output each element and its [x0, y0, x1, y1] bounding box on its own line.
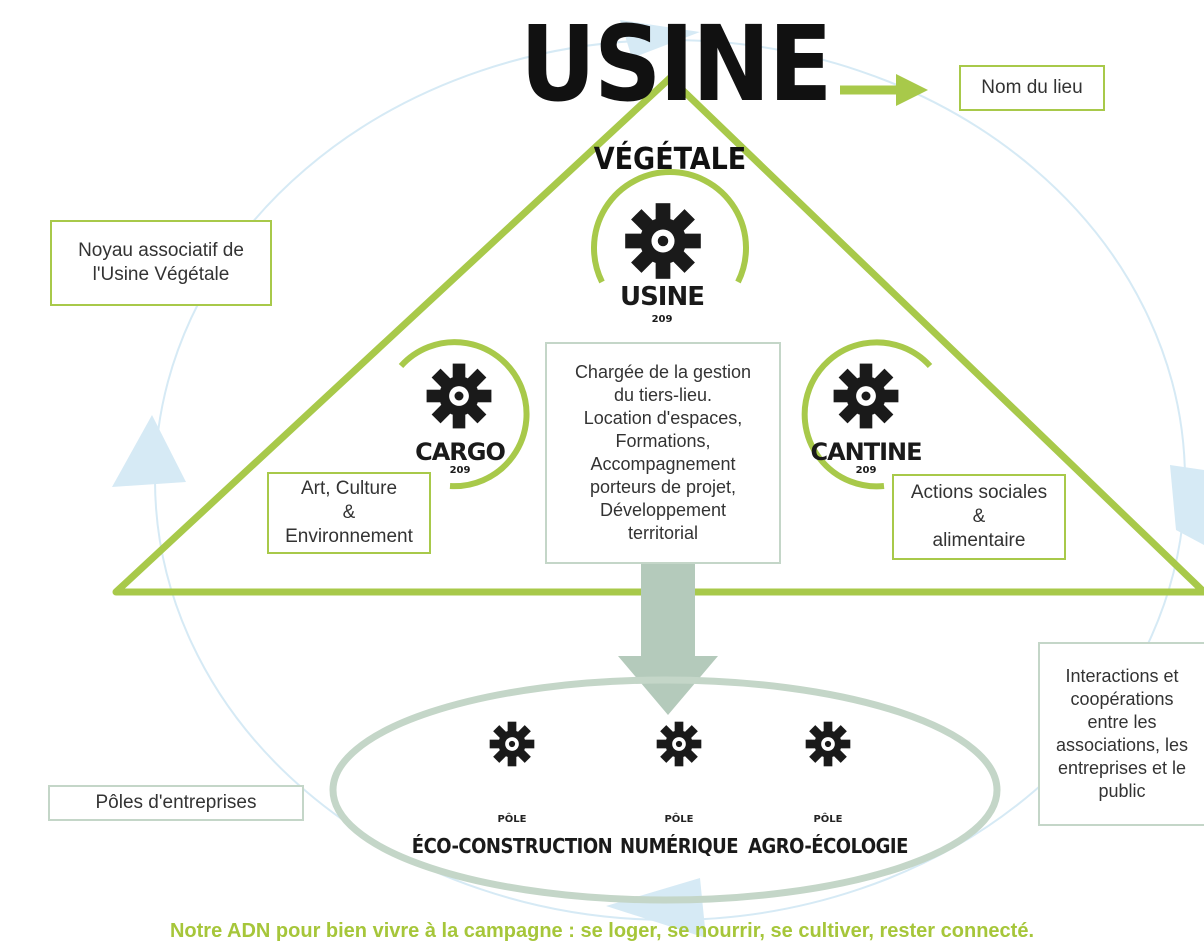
cycle-arrow-top [620, 20, 700, 58]
interactions-label: Interactions et coopérations entre les a… [1038, 642, 1204, 826]
noyau-associatif-label: Noyau associatif de l'Usine Végétale [50, 220, 272, 306]
cycle-arrow-right [1170, 465, 1204, 545]
cycle-arrow-bottom [606, 878, 706, 938]
usine-logo-name: USINE [619, 282, 705, 312]
agro-ecologie-gear-icon [805, 721, 851, 767]
cantine-description: Actions sociales & alimentaire [892, 474, 1066, 560]
cargo-description: Art, Culture & Environnement [267, 472, 431, 554]
eco-construction-prefix: PÔLE [497, 814, 527, 825]
nom-du-lieu-label: Nom du lieu [959, 65, 1105, 111]
agro-ecologie-prefix: PÔLE [813, 814, 843, 825]
cycle-arrow-left [112, 415, 186, 487]
usine-description: Chargée de la gestion du tiers-lieu. Loc… [545, 342, 781, 564]
site-title: USINE [520, 3, 832, 125]
cargo-logo-number: 209 [449, 465, 471, 476]
usine-logo-number: 209 [651, 314, 673, 325]
eco-construction-gear-icon [489, 721, 535, 767]
cargo-gear-icon [426, 363, 492, 429]
cantine-logo-number: 209 [855, 465, 877, 476]
footer-tagline: Notre ADN pour bien vivre à la campagne … [169, 920, 1034, 942]
usine-logo-arc [591, 169, 749, 284]
numerique-name: NUMÉRIQUE [619, 834, 739, 858]
cantine-gear-icon [833, 363, 899, 429]
cargo-logo-arc [398, 339, 530, 490]
cargo-logo-name: CARGO [415, 438, 506, 466]
poles-entreprises-label: Pôles d'entreprises [48, 785, 304, 821]
numerique-prefix: PÔLE [664, 814, 694, 825]
site-subtitle: VÉGÉTALE [593, 142, 747, 177]
poles-ellipse [329, 676, 1001, 904]
name-arrow-head [896, 74, 928, 106]
down-arrow-head [618, 656, 718, 715]
eco-construction-name: ÉCO-CONSTRUCTION [411, 834, 613, 858]
usine-gear-icon [625, 203, 701, 279]
agro-ecologie-name: AGRO-ÉCOLOGIE [748, 834, 908, 858]
numerique-gear-icon [656, 721, 702, 767]
cantine-logo-arc [801, 339, 933, 490]
cantine-logo-name: CANTINE [810, 438, 922, 466]
down-arrow-shaft [641, 562, 695, 656]
